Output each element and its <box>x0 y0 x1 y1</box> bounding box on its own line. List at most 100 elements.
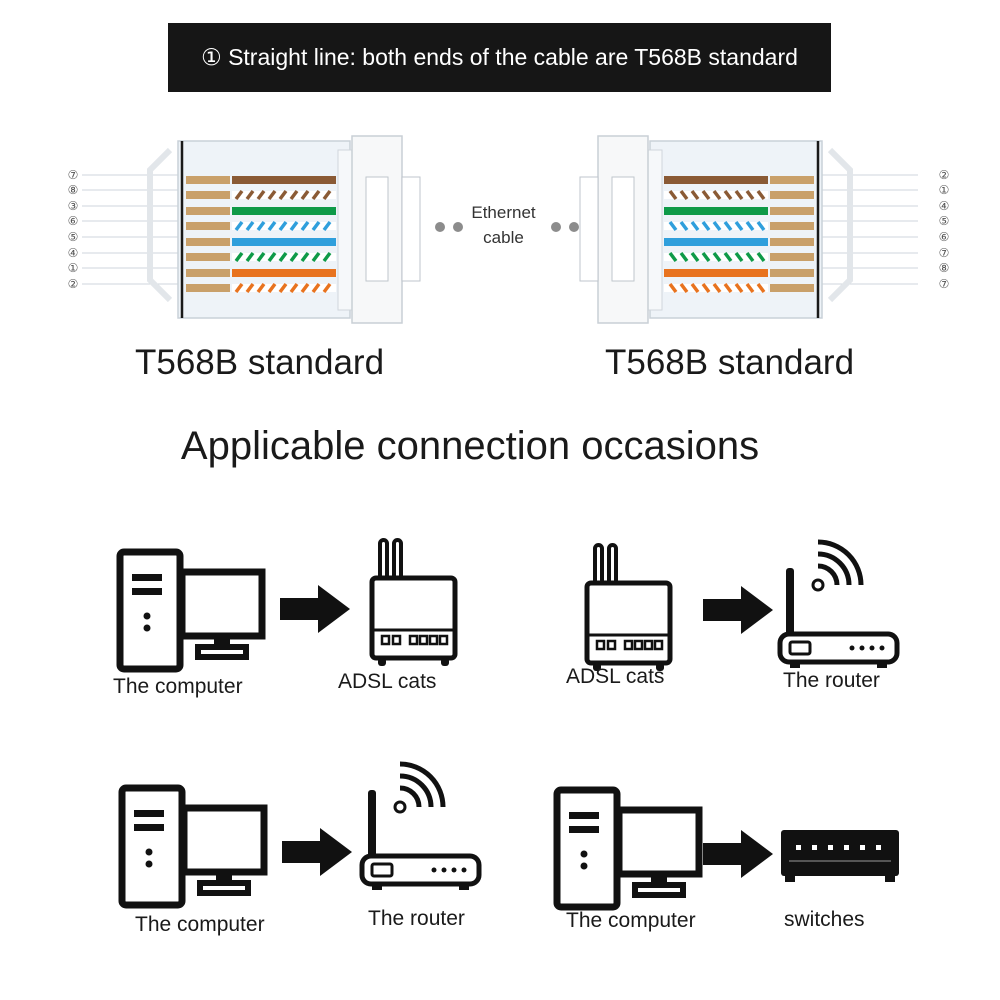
wire-stripe <box>690 220 700 232</box>
router-led <box>869 645 875 651</box>
wire-stripe <box>756 251 766 263</box>
wire-stripe <box>745 220 755 232</box>
wire-stripe <box>289 251 299 263</box>
modem-port <box>408 634 419 646</box>
wire-stripe <box>256 189 266 201</box>
wire-stripe <box>311 251 321 263</box>
desktop-computer-icon <box>118 784 268 909</box>
connection-1-from-label: The computer <box>113 675 243 698</box>
wire-stripe <box>300 220 310 232</box>
pin-number-label: ③ <box>68 199 79 213</box>
right-arrow-icon <box>282 828 352 876</box>
pc-tower <box>116 548 184 673</box>
boot-latch <box>579 176 599 282</box>
modem-body <box>369 575 458 661</box>
modem-body <box>584 580 673 666</box>
wire-stripe <box>712 251 722 263</box>
wire-conductor <box>664 207 768 215</box>
wire-stripe <box>300 189 310 201</box>
router-foot <box>459 883 469 890</box>
wire-stripe <box>734 282 744 294</box>
wire-contact-pin <box>186 269 230 277</box>
arrow-shape <box>280 585 350 633</box>
wire-stripe <box>289 220 299 232</box>
pin-number-label: ⑤ <box>939 214 950 228</box>
arrow-shape <box>703 586 773 634</box>
boot-latch <box>401 176 421 282</box>
wire-stripe <box>723 220 733 232</box>
wire-stripe <box>756 189 766 201</box>
wire-conductor <box>232 269 336 277</box>
router-led <box>451 867 457 873</box>
modem-port <box>428 634 439 646</box>
desktop-computer-icon <box>116 548 266 673</box>
wire-stripe <box>712 189 722 201</box>
wire-conductor <box>232 207 336 215</box>
wire-contact-pin <box>186 222 230 230</box>
wire-conductor <box>232 176 336 184</box>
rj45-plug <box>82 135 421 324</box>
modem-foot <box>656 663 664 671</box>
monitor-frame <box>615 806 703 878</box>
cable-dot <box>453 222 463 232</box>
modem-port <box>595 639 606 651</box>
pin-number-label: ① <box>939 183 950 197</box>
power-led <box>143 612 151 620</box>
wire-contact-pin <box>186 207 230 215</box>
wire-stripe <box>300 282 310 294</box>
pin-number-label: ④ <box>939 199 950 213</box>
section-title: Applicable connection occasions <box>180 424 760 468</box>
router-foot <box>372 883 382 890</box>
connection-2-to-label: The router <box>783 669 880 692</box>
drive-bay <box>132 574 162 581</box>
connection-1-to-label: ADSL cats <box>338 670 437 693</box>
drive-bay <box>569 826 599 833</box>
router-led <box>859 645 865 651</box>
switch-port-led <box>828 845 833 850</box>
monitor-base <box>632 882 686 898</box>
wire-stripe <box>701 189 711 201</box>
cable-dot <box>569 222 579 232</box>
switch-body <box>781 830 899 876</box>
wire-contact-pin <box>770 207 814 215</box>
wifi-dot <box>393 800 407 814</box>
wifi-wave <box>399 785 422 808</box>
switch-foot <box>785 876 795 882</box>
wire-stripe <box>278 251 288 263</box>
left-standard-label: T568B standard <box>135 343 385 382</box>
wire-stripe <box>322 251 332 263</box>
wire-stripe <box>668 189 678 201</box>
wire-stripe <box>278 282 288 294</box>
arrow-shape <box>282 828 352 876</box>
drive-bay <box>132 588 162 595</box>
wire-stripe <box>690 282 700 294</box>
pin-number-label: ② <box>68 277 79 291</box>
modem-port <box>606 639 617 651</box>
wire-stripe <box>311 282 321 294</box>
wire-stripe <box>234 189 244 201</box>
wire-contact-pin <box>770 191 814 199</box>
switch-seam <box>789 860 891 862</box>
power-led <box>580 850 588 858</box>
wire-stripe <box>267 189 277 201</box>
wire-stripe <box>679 251 689 263</box>
connection-4-to-label: switches <box>784 908 865 931</box>
wire-stripe <box>734 220 744 232</box>
wire-contact-pin <box>770 222 814 230</box>
wire-stripe <box>322 282 332 294</box>
wire-stripe <box>278 220 288 232</box>
wire-contact-pin <box>186 191 230 199</box>
plug-side-bracket <box>827 147 853 303</box>
right-arrow-icon <box>703 586 773 634</box>
wifi-router-icon <box>777 539 900 668</box>
wire-stripe <box>267 251 277 263</box>
wifi-router-icon <box>359 761 482 890</box>
wire-stripe <box>679 282 689 294</box>
wire-stripe <box>322 189 332 201</box>
wire-stripe <box>256 251 266 263</box>
wire-stripe <box>679 220 689 232</box>
wire-stripe <box>723 282 733 294</box>
